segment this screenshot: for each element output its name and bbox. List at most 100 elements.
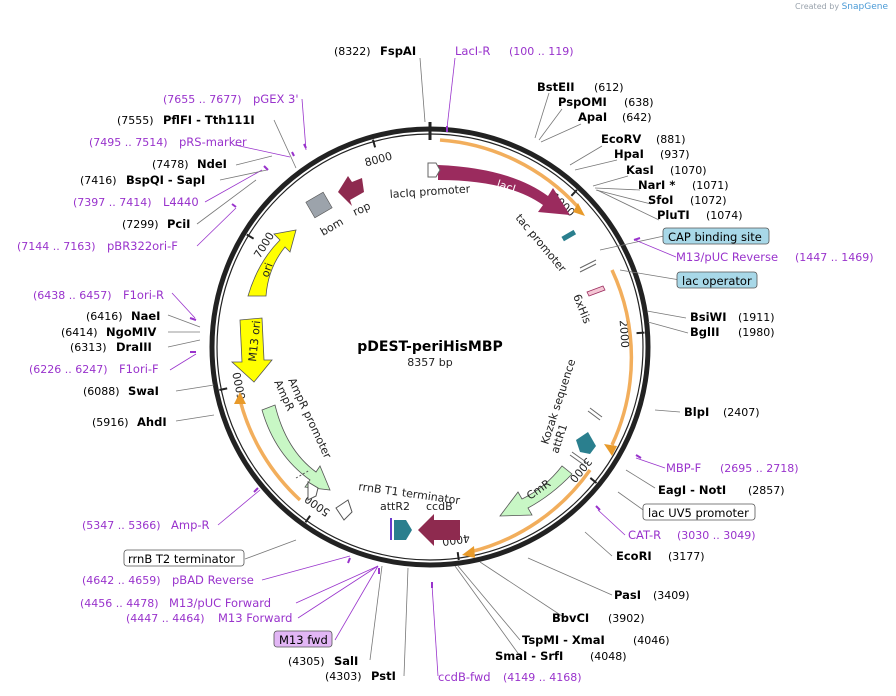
enzyme-ecorv: EcoRV <box>601 132 641 146</box>
watermark-brand: SnapGene <box>841 2 888 12</box>
primer-l4440-range: (7397 .. 7414) <box>73 196 152 209</box>
enzyme-ngomiv-pos: (6414) <box>61 326 98 339</box>
ampr-orf-arrowhead <box>234 392 246 404</box>
attr1-feature-arrow <box>576 432 596 454</box>
enzyme-pcii-pos: (7299) <box>122 218 159 231</box>
primer-mbp-f: MBP-F <box>666 461 701 475</box>
laci-orf-arrowhead <box>573 203 585 216</box>
enzyme-ahdi: AhdI <box>137 415 167 429</box>
enzyme-apai-pos: (642) <box>622 111 652 124</box>
primer-labels: LacI-R (100 .. 119) M13/pUC Reverse (144… <box>17 44 874 684</box>
enzyme-draiii: DraIII <box>116 340 152 354</box>
primer-m13-puc-rev: M13/pUC Reverse <box>676 250 778 264</box>
lac-operator-label: lac operator <box>682 274 752 288</box>
scale-tick <box>372 139 377 148</box>
primer-f1ori-r-range: (6438 .. 6457) <box>33 289 112 302</box>
enzyme-kasi-pos: (1070) <box>670 164 707 177</box>
tac-promoter-label: tac promoter <box>513 212 569 276</box>
scale-tick-label: 6000 <box>230 371 248 401</box>
primer-f1ori-r: F1ori-R <box>123 288 164 302</box>
enzyme-swai: SwaI <box>128 384 159 398</box>
enzyme-labels: (8322) FspAI BstEII (612) PspOMI (638) A… <box>61 44 785 683</box>
primer-m13-forward: M13 Forward <box>218 611 292 625</box>
ori-label: ori <box>259 261 276 279</box>
enzyme-ecorv-pos: (881) <box>656 133 686 146</box>
enzyme-bspqi-sapi-pos: (7416) <box>80 174 117 187</box>
enzyme-bbvci-pos: (3902) <box>608 612 645 625</box>
m13-fwd-box <box>273 630 333 648</box>
enzyme-sfoi-pos: (1072) <box>690 194 727 207</box>
primer-prs-marker: pRS-marker <box>179 135 247 149</box>
primer-ccdb-fwd: ccdB-fwd <box>438 670 491 684</box>
ampr-hatch <box>295 469 311 479</box>
primer-pbr322ori-f: pBR322ori-F <box>107 239 178 253</box>
enzyme-sali-pos: (4305) <box>288 655 325 668</box>
m13-ori-feature-arrow <box>230 317 273 383</box>
enzyme-ahdi-pos: (5916) <box>92 416 129 429</box>
kozak-feature <box>587 407 603 421</box>
primer-l4440: L4440 <box>163 195 199 209</box>
scale-tick <box>589 477 598 484</box>
mbp-orf-arc <box>610 269 634 446</box>
primer-f1ori-f-range: (6226 .. 6247) <box>29 363 108 376</box>
his6-feature <box>586 285 606 297</box>
primer-m13-puc-fwd-range: (4456 .. 4478) <box>80 597 159 610</box>
mbp-orf-arrowhead <box>604 444 617 456</box>
enzyme-pspomi-pos: (638) <box>624 96 654 109</box>
attr1-hatch <box>569 451 587 466</box>
primer-pbr322ori-f-range: (7144 .. 7163) <box>17 240 96 253</box>
primer-m13-forward-range: (4447 .. 4464) <box>126 612 205 625</box>
ampr-feature-arrow <box>261 404 331 491</box>
cap-binding-site-box <box>662 227 770 245</box>
enzyme-bglii: BglII <box>690 325 720 339</box>
enzyme-smai-srfi: SmaI - SrfI <box>495 649 563 663</box>
scale-tick <box>304 515 311 523</box>
rop-feature-arrow <box>338 176 364 206</box>
scale-tick-label: 5000 <box>302 492 332 519</box>
primer-f1ori-f: F1ori-F <box>119 362 159 376</box>
bom-feature <box>305 191 333 219</box>
enzyme-naei-pos: (6416) <box>86 310 123 323</box>
enzyme-smai-srfi-pos: (4048) <box>590 650 627 663</box>
enzyme-nari: NarI * <box>638 178 675 192</box>
enzyme-pluti-pos: (1074) <box>706 209 743 222</box>
laci-orf-arc <box>439 138 580 209</box>
leader-lines <box>167 57 689 677</box>
primer-mbp-f-range: (2695 .. 2718) <box>720 462 799 475</box>
lac-operator-box <box>676 271 758 289</box>
enzyme-apai: ApaI <box>578 110 607 124</box>
enzyme-ecori: EcoRI <box>616 549 652 563</box>
enzyme-bsiwi-pos: (1911) <box>738 311 775 324</box>
enzyme-tspmi-xmai-pos: (4046) <box>633 634 670 647</box>
primer-cat-r: CAT-R <box>628 528 661 542</box>
primer-laci-r: LacI-R <box>455 44 490 58</box>
snapgene-watermark: Created by SnapGene <box>795 2 888 12</box>
primer-laci-r-range: (100 .. 119) <box>509 45 574 58</box>
boxed-labels: CAP binding site lac operator lac UV5 pr… <box>123 227 770 648</box>
attr2-feature-arrow <box>394 520 412 540</box>
enzyme-pasi-pos: (3409) <box>653 589 690 602</box>
enzyme-ngomiv: NgoMIV <box>106 325 156 339</box>
enzyme-kasi: KasI <box>626 163 654 177</box>
enzyme-pasi: PasI <box>614 588 641 602</box>
bom-label: bom <box>318 215 346 238</box>
enzyme-psti-pos: (4303) <box>325 670 362 683</box>
cap-binding-site-label: CAP binding site <box>668 230 762 244</box>
enzyme-fspai: FspAI <box>380 44 416 58</box>
enzyme-blpi-pos: (2407) <box>723 406 760 419</box>
enzyme-fspai-pos: (8322) <box>334 45 371 58</box>
laci-feature-arrow <box>438 165 570 215</box>
primer-ccdb-fwd-range: (4149 .. 4168) <box>503 671 582 684</box>
enzyme-hpai-pos: (937) <box>660 148 690 161</box>
primer-amp-r-range: (5347 .. 5366) <box>82 519 161 532</box>
rrnb-t2-terminator-box <box>123 549 245 567</box>
enzyme-hpai: HpaI <box>614 147 644 161</box>
primer-amp-r: Amp-R <box>171 518 210 532</box>
enzyme-tspmi-xmai: TspMI - XmaI <box>522 633 605 647</box>
scale-tick <box>456 552 460 561</box>
enzyme-sali: SalI <box>334 654 358 668</box>
primer-site-ticks <box>189 126 642 588</box>
enzyme-draiii-pos: (6313) <box>70 341 107 354</box>
plasmid-name: pDEST-periHisMBP <box>357 339 503 355</box>
